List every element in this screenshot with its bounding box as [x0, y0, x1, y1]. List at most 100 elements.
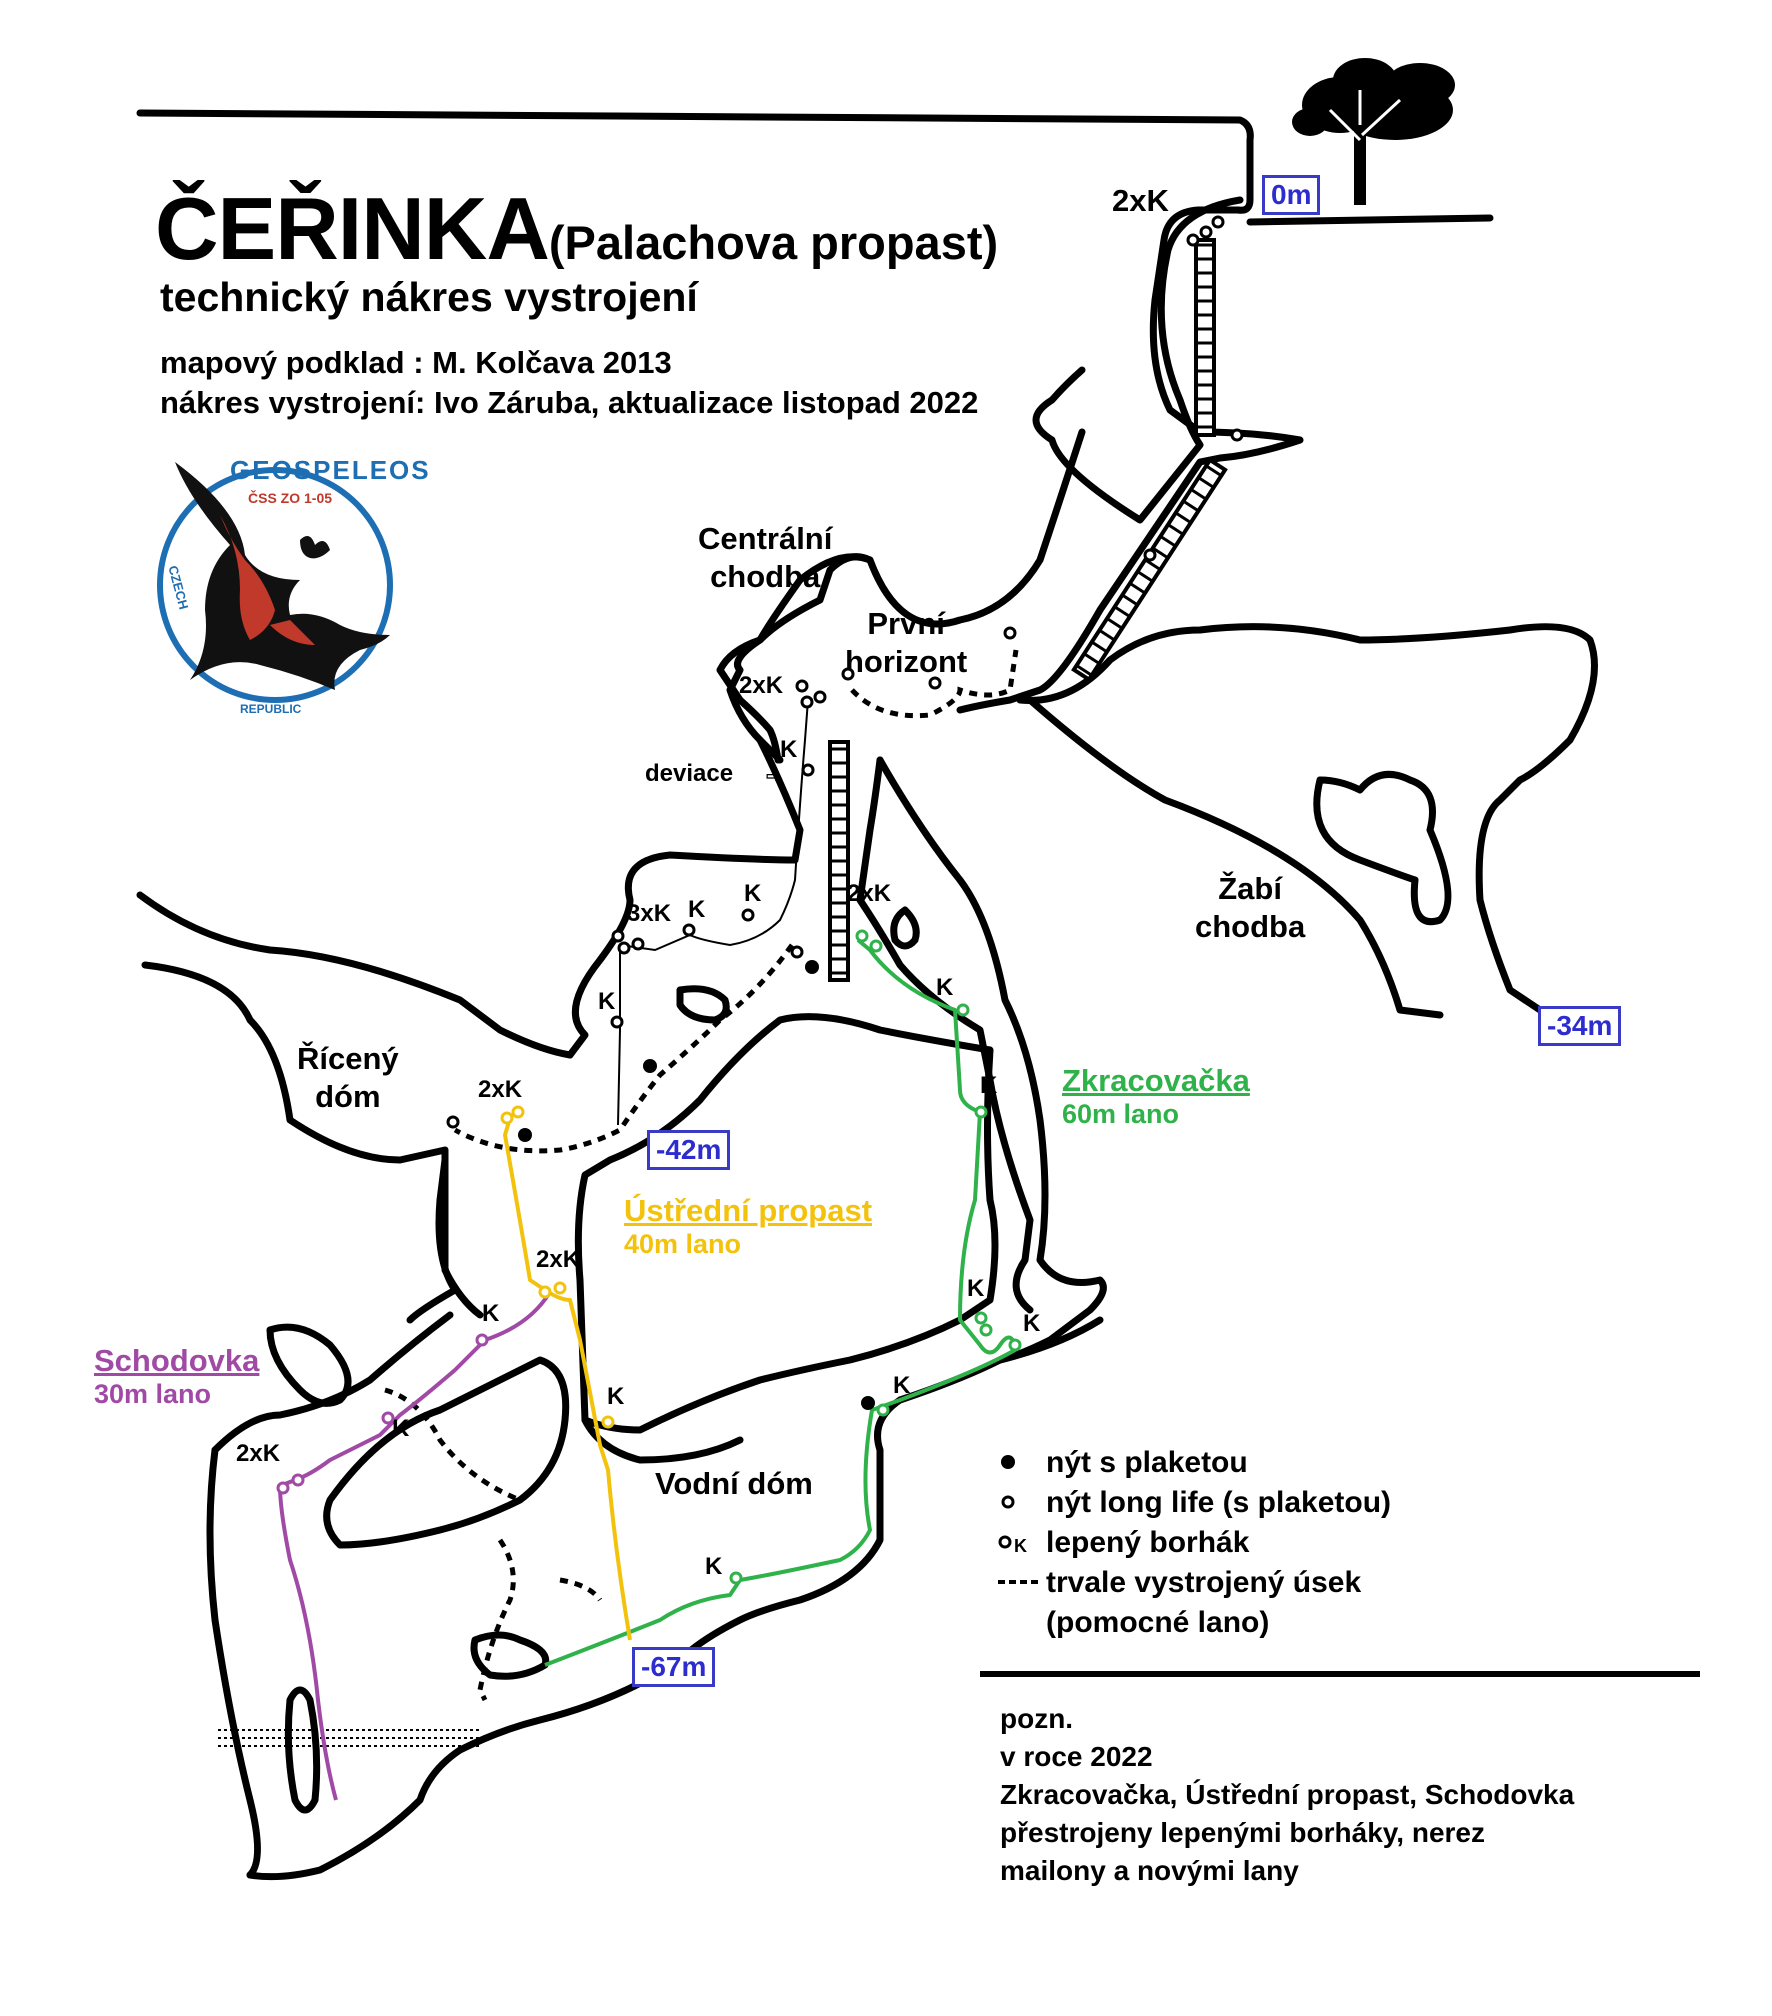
logo-graphic [157, 462, 393, 703]
central-shaft-right [856, 756, 1034, 1314]
geospeleos-logo: GEOSPELEOS ČSS ZO 1-05 CZECH REPUBLIC [150, 450, 429, 730]
ustredni-rope: 40m lano [624, 1229, 742, 1259]
map-credit: mapový podklad : M. Kolčava 2013 [160, 345, 672, 380]
anchor-sch-bottom: 2xK [236, 1440, 281, 1467]
note-line-2: Zkracovačka, Ústřední propast, Schodovka [1000, 1779, 1575, 1810]
anchor-sch-k2: K [392, 1415, 410, 1442]
label-zabi-chodba: Žabí chodba [1195, 870, 1305, 946]
centralni-line-1: Centrální [698, 521, 833, 556]
surface-right [1246, 214, 1494, 226]
prvni-line-2: horizont [845, 644, 968, 679]
legend-rivet-text: nýt s plaketou [1046, 1446, 1248, 1479]
riceny-line-1: Řícený [297, 1041, 399, 1076]
sch-island [323, 1356, 570, 1549]
anchor-ust-k: K [607, 1383, 625, 1410]
anchor-ust-top: 2xK [478, 1076, 523, 1103]
zabi-outer [1016, 623, 1598, 1014]
legend-divider [980, 1671, 1700, 1677]
zkr-right-wall [876, 756, 1107, 1364]
legend-permanent: trvale vystrojený úsek [996, 1566, 1361, 1600]
label-centralni-chodba: Centrální chodba [698, 520, 832, 596]
map-title: ČEŘINKA(Palachova propast) [155, 178, 998, 280]
anchor-zkr-k6: K [705, 1553, 723, 1580]
anchor-zkr-k3: K [967, 1275, 985, 1302]
central-block [574, 1013, 999, 1434]
riceny-line-2: dóm [315, 1079, 381, 1114]
route-ustredni-label: Ústřední propast 40m lano [624, 1193, 872, 1260]
label-deviace: deviace [645, 760, 734, 787]
logo-country-bottom: REPUBLIC [240, 702, 302, 716]
legend-glued-text: lepený borhák [1046, 1526, 1250, 1559]
small-pillar [890, 906, 920, 950]
dash-sch-lower2 [559, 1577, 603, 1602]
central-ladder [828, 740, 850, 982]
ustredni-name: Ústřední propast [624, 1193, 873, 1228]
anchor-k-c: K [598, 988, 616, 1015]
water-lines [218, 1729, 480, 1747]
anchor-k-a: K [688, 896, 706, 923]
legend-permanent-note: (pomocné lano) [1046, 1606, 1270, 1639]
entrance-left-wall [1032, 196, 1244, 524]
label-riceny-dom: Řícený dóm [297, 1040, 399, 1116]
schodovka-name: Schodovka [94, 1343, 260, 1378]
route-zkracovacka-label: Zkracovačka 60m lano [1062, 1063, 1250, 1130]
entrance-ladder [1194, 238, 1216, 437]
label-prvni-horizont: První horizont [845, 605, 967, 681]
anchor-zkr-k5: K [893, 1372, 911, 1399]
logo-code: ČSS ZO 1-05 [248, 490, 333, 506]
anchor-sch-k1: K [482, 1300, 500, 1327]
sch-inner-rock [266, 1323, 352, 1407]
label-vodni-dom: Vodní dóm [655, 1466, 813, 1501]
rivet-icon [996, 1446, 1046, 1480]
legend-k-symbol: K [1014, 1536, 1027, 1556]
legend-rivet: nýt s plaketou [996, 1446, 1248, 1480]
cave-walls [136, 109, 1598, 1881]
depth-67m: -67m [632, 1647, 716, 1687]
logo-name: GEOSPELEOS [230, 455, 431, 485]
schodovka-rope: 30m lano [94, 1379, 212, 1409]
anchor-entrance: 2xK [1112, 183, 1169, 218]
sch-narrow-shaft [284, 1686, 321, 1814]
anchor-zkr-top: 2xK [847, 880, 892, 907]
note-line-4: mailony a novými lany [1000, 1855, 1299, 1886]
title-main: ČEŘINKA [155, 179, 550, 278]
dash-sch-lower [477, 1538, 516, 1702]
dash-prvni-horizont [850, 649, 1019, 719]
slope-ladder [1071, 457, 1228, 683]
legend-glued: K lepený borhák [996, 1526, 1249, 1560]
depth-42m: -42m [647, 1130, 731, 1170]
legend-permanent-text: trvale vystrojený úsek [1046, 1566, 1362, 1599]
zabi-loop [1313, 770, 1452, 925]
prvni-line-1: První [867, 606, 945, 641]
note-line-3: přestrojeny lepenými borháky, nerez [1000, 1817, 1485, 1848]
anchor-deviace-k: K [780, 736, 798, 763]
sch-left-wall [206, 1446, 261, 1879]
note-block: pozn. v roce 2022 Zkracovačka, Ústřední … [1000, 1700, 1574, 1890]
black-rope [617, 699, 809, 1126]
permanent-lines [384, 649, 1019, 1702]
deviace-arrow-icon: ⇨ [766, 766, 782, 786]
legend-long-life: nýt long life (s plaketou) [996, 1486, 1391, 1520]
zkracovacka-name: Zkracovačka [1062, 1063, 1250, 1098]
dash-central [453, 943, 795, 1154]
anchor-k-b: K [744, 880, 762, 907]
zabi-line-2: chodba [1195, 909, 1306, 944]
title-sub: (Palachova propast) [548, 216, 999, 269]
sch-top-wall [211, 1311, 454, 1454]
anchor-ust-mid: 2xK [536, 1246, 581, 1273]
route-schodovka-label: Schodovka 30m lano [94, 1343, 259, 1410]
tree-icon [1292, 58, 1455, 205]
ladders [828, 238, 1228, 982]
anchor-zkr-k4: K [1023, 1310, 1041, 1337]
depth-0m: 0m [1262, 175, 1321, 215]
riceny-bottom-dash-wall [406, 1156, 459, 1324]
anchor-zkr-k1: K [936, 974, 954, 1001]
dash-schodovka [384, 1387, 521, 1503]
anchor-zkr-k2: K [980, 1072, 998, 1099]
zabi-inner-lower [1026, 696, 1444, 1019]
riceny-left-wall [136, 891, 574, 1059]
anchor-centralni-top: 2xK [739, 672, 784, 699]
note-line-1: v roce 2022 [1000, 1741, 1153, 1772]
